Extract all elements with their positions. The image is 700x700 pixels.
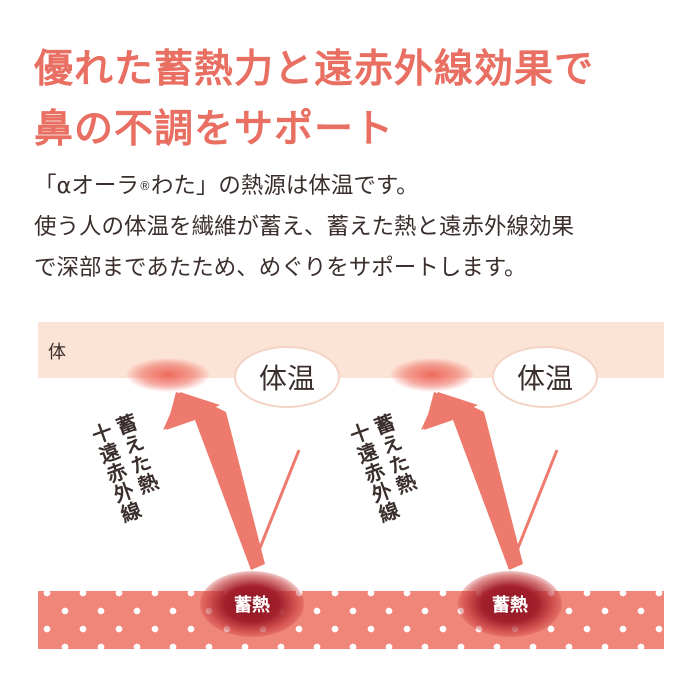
up-arrowhead-right: [421, 392, 478, 430]
heat-storage-node-left: 蓄熱: [200, 571, 304, 637]
heat-flow-arrow-left: [163, 392, 301, 570]
body-heat-glow-left: [126, 358, 210, 392]
heat-flow-arrow-right: [421, 392, 559, 570]
body-heat-glow-right: [390, 358, 474, 392]
description: 「αオーラ®わた」の熱源は体温です。 使う人の体温を繊維が蓄え、蓄えた熱と遠赤外…: [34, 166, 684, 289]
up-arrow-right: [424, 392, 523, 570]
description-line-1b: わた」の熱源は体温です。: [150, 173, 419, 199]
up-arrow-left: [166, 392, 265, 570]
fiber-layer: [38, 591, 664, 649]
headline: 優れた蓄熱力と遠赤外線効果で 鼻の不調をサポート: [34, 40, 674, 160]
headline-line-2: 鼻の不調をサポート: [34, 107, 395, 152]
headline-line-1: 優れた蓄熱力と遠赤外線効果で: [34, 47, 595, 92]
description-line-3: で深部まであたため、めぐりをサポートします。: [34, 255, 527, 281]
return-line-left: [250, 449, 301, 569]
up-arrowhead-left: [163, 392, 220, 430]
registered-mark: ®: [138, 179, 151, 193]
description-line-1a: 「αオーラ: [34, 173, 139, 199]
description-line-1: 「αオーラ®わた」の熱源は体温です。: [34, 166, 684, 207]
heat-storage-node-right: 蓄熱: [458, 571, 562, 637]
return-line-right: [508, 449, 559, 569]
body-temperature-bubble-left: 体温: [234, 346, 340, 408]
description-line-2: 使う人の体温を繊維が蓄え、蓄えた熱と遠赤外線効果: [34, 214, 575, 240]
body-layer-label: 体: [48, 342, 66, 363]
body-temperature-bubble-right: 体温: [492, 346, 598, 408]
